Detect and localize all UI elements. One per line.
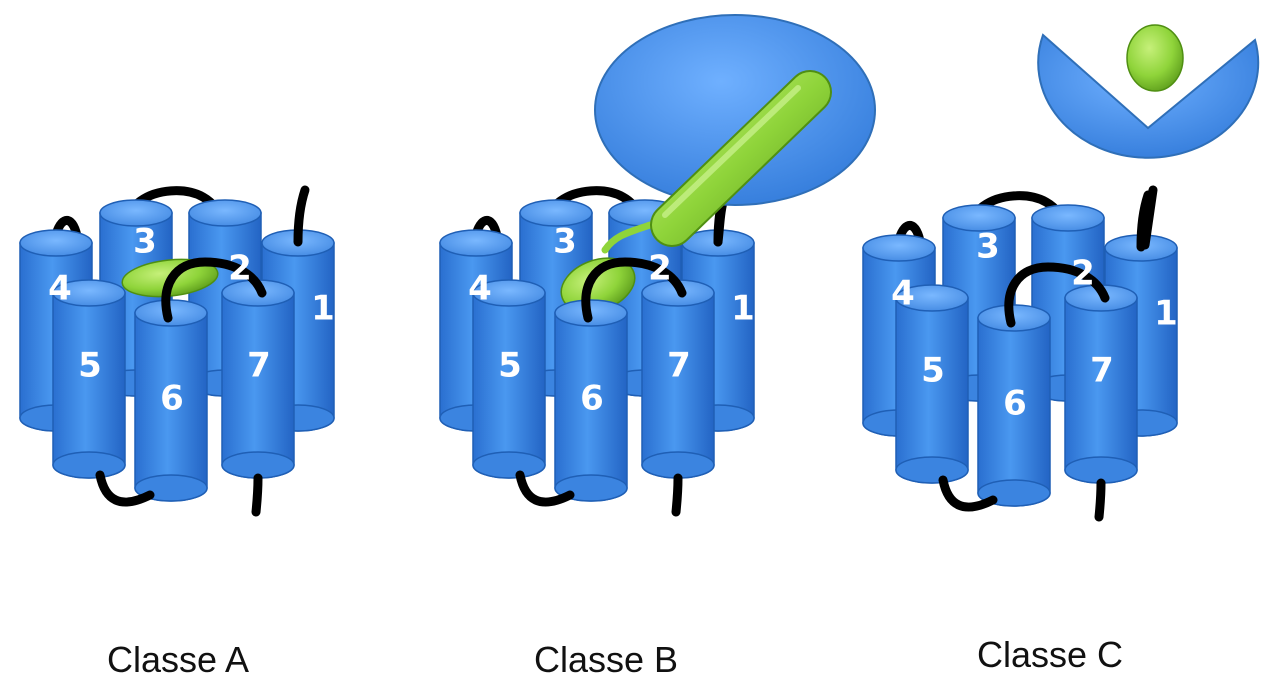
- ligand-small: [1126, 24, 1184, 92]
- helix-label-5: 5: [78, 346, 102, 386]
- loop-5-6-intracellular: [938, 475, 998, 512]
- helix-5: [52, 279, 126, 479]
- panel-classe-c: 1 2 3 45 6 7: [862, 24, 1260, 522]
- helix-label-3: 3: [553, 222, 577, 262]
- helix-label-5: 5: [498, 346, 522, 386]
- ligand-linker: [601, 221, 654, 254]
- loop-n-terminus: [1140, 185, 1158, 250]
- c-terminus: [671, 473, 683, 517]
- caption-classe-c: Classe C: [977, 634, 1123, 675]
- helix-label-4: 4: [891, 274, 915, 314]
- helix-label-6: 6: [580, 379, 604, 419]
- venus-flytrap-domain: [1037, 33, 1260, 159]
- helix-label-6: 6: [160, 379, 184, 419]
- helix-label-4: 4: [468, 269, 492, 309]
- extracellular-domain: [594, 14, 876, 206]
- helix-label-3: 3: [976, 227, 1000, 267]
- panel-classe-b: 1 2 3 45 6 7: [439, 14, 876, 517]
- helix-label-1: 1: [311, 289, 335, 329]
- helix-label-2: 2: [648, 249, 672, 289]
- helix-6: [134, 299, 208, 502]
- helix-5: [472, 279, 546, 479]
- c-terminus: [251, 473, 263, 517]
- loop-6-7: [581, 257, 687, 323]
- helix-5: [895, 284, 969, 484]
- panel-classe-a: 1 2 3 45 6 7: [19, 185, 335, 517]
- loop-1-n: [293, 185, 310, 247]
- helix-label-1: 1: [731, 289, 755, 329]
- caption-classe-b: Classe B: [534, 639, 678, 680]
- helix-7: [641, 279, 715, 479]
- caption-classe-a: Classe A: [107, 639, 249, 680]
- loop-6-7: [161, 257, 267, 323]
- helix-label-6: 6: [1003, 384, 1027, 424]
- helix-label-7: 7: [667, 346, 691, 386]
- helix-label-2: 2: [1071, 254, 1095, 294]
- loop-5-6-intracellular: [515, 470, 575, 507]
- loop-6-7: [1004, 262, 1110, 328]
- helix-label-4: 4: [48, 269, 72, 309]
- helix-7: [221, 279, 295, 479]
- helix-label-3: 3: [133, 222, 157, 262]
- helix-label-1: 1: [1154, 294, 1178, 334]
- helix-label-2: 2: [228, 249, 252, 289]
- loop-5-6-intracellular: [95, 470, 155, 507]
- ligand-peptide: [650, 70, 832, 247]
- helix-label-5: 5: [921, 351, 945, 391]
- c-terminus: [1094, 478, 1106, 522]
- helix-label-7: 7: [247, 346, 271, 386]
- helix-label-7: 7: [1090, 351, 1114, 391]
